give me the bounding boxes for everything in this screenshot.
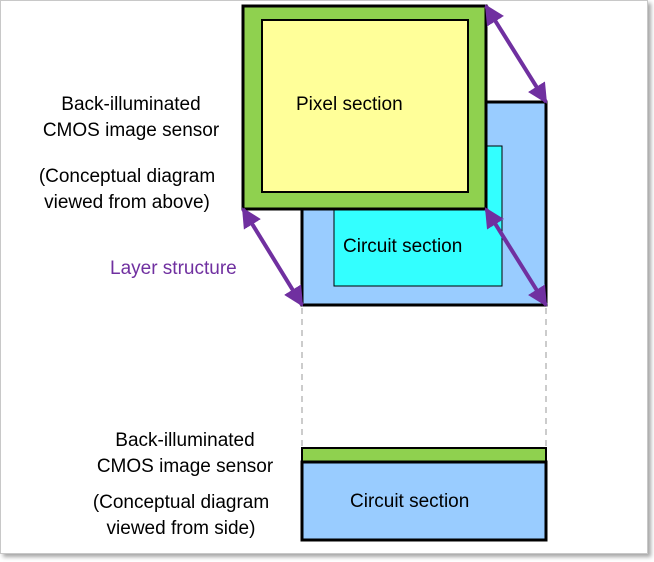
pixel-section-label: Pixel section	[296, 94, 403, 115]
side-view-note-line1: (Conceptual diagram	[92, 492, 270, 513]
top-view-note-line1: (Conceptual diagram	[38, 166, 216, 187]
side-view-note: (Conceptual diagram viewed from side)	[66, 490, 296, 541]
layer-arrow-bottom-left	[241, 207, 304, 307]
top-view-title-line1: Back-illuminated	[61, 94, 201, 115]
side-view-title-line2: CMOS image sensor	[96, 455, 274, 477]
side-pixel-layer	[301, 447, 547, 463]
top-view-title-line2: CMOS image sensor	[42, 119, 220, 141]
side-view-title-line1: Back-illuminated	[115, 430, 255, 451]
layer-arrow-bottom-right	[484, 207, 548, 307]
side-circuit-layer	[300, 460, 548, 542]
top-view-note: (Conceptual diagram viewed from above)	[12, 164, 242, 215]
pixel-layer-inner	[261, 19, 469, 193]
side-view-title: Back-illuminated CMOS image sensor	[70, 428, 300, 479]
layer-arrow-top-right	[484, 4, 548, 104]
top-view-title: Back-illuminated CMOS image sensor	[16, 92, 246, 143]
side-circuit-section-label: Circuit section	[350, 491, 470, 512]
top-view-note-line2: viewed from above)	[44, 191, 210, 213]
layer-structure-label: Layer structure	[110, 258, 237, 279]
circuit-section-label: Circuit section	[343, 236, 463, 257]
side-view-note-line2: viewed from side)	[106, 517, 256, 539]
